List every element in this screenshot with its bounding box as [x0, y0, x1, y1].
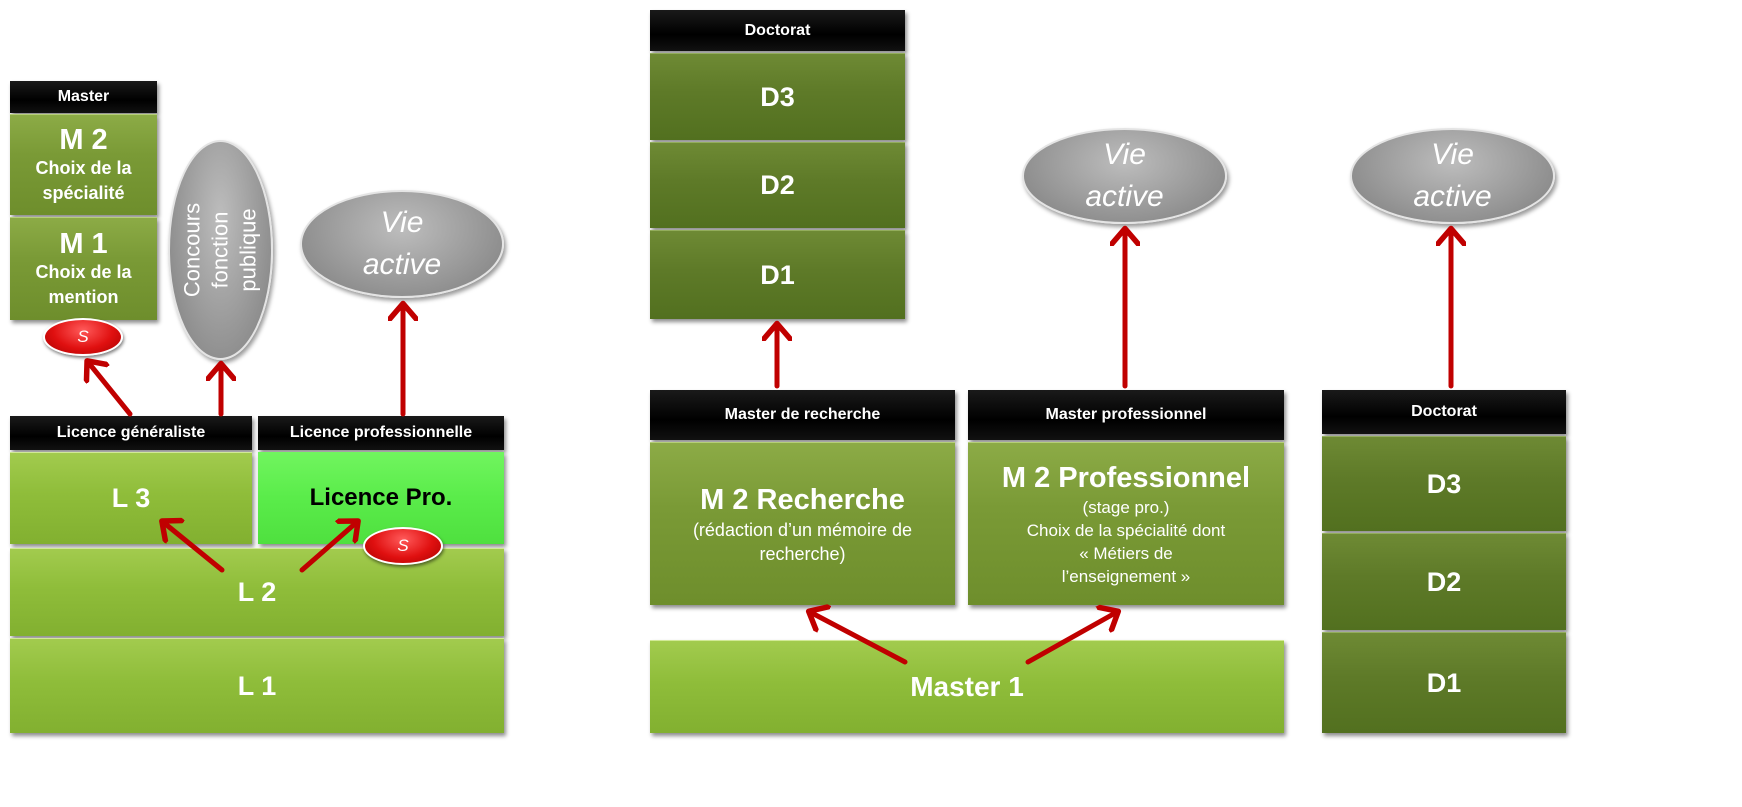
m2-box: M 2 Choix de la spécialité [10, 114, 157, 215]
m1-subtitle: Choix de la mention [35, 262, 132, 307]
m2-pro-box: M 2 Professionnel (stage pro.) Choix de … [968, 442, 1284, 605]
licence-generaliste-header: Licence généraliste [10, 416, 252, 450]
arrow-licence-to-master [88, 362, 133, 417]
master1-box: Master 1 [650, 640, 1284, 733]
l2-box: L 2 [10, 548, 504, 636]
concours-label: Concours fonction publique [179, 202, 261, 298]
d1-box-middle: D1 [650, 230, 905, 319]
l1-box: L 1 [10, 638, 504, 733]
m2-pro-line2: Choix de la spécialité dont « Métiers de… [1026, 521, 1226, 586]
doctorat-header-middle: Doctorat [650, 10, 905, 51]
d3-box-right: D3 [1322, 436, 1566, 531]
d2-box-middle: D2 [650, 142, 905, 228]
selection-badge-licence-pro: S [363, 527, 443, 565]
master-pro-header: Master professionnel [968, 390, 1284, 440]
d3-box-middle: D3 [650, 53, 905, 140]
master-recherche-header: Master de recherche [650, 390, 955, 440]
m2-pro-title: M 2 Professionnel [1001, 462, 1251, 494]
d2-box-right: D2 [1322, 533, 1566, 630]
m2-recherche-title: M 2 Recherche [700, 484, 905, 516]
m2-recherche-box: M 2 Recherche (rédaction d’un mémoire de… [650, 442, 955, 605]
d1-box-right: D1 [1322, 632, 1566, 733]
m2-subtitle: Choix de la spécialité [35, 158, 132, 203]
master-header: Master [10, 81, 157, 113]
licence-pro-header: Licence professionnelle [258, 416, 504, 450]
m2-title: M 2 [59, 124, 108, 156]
m1-title: M 1 [59, 228, 108, 260]
concours-oval: Concours fonction publique [168, 140, 273, 360]
selection-badge-master: S [43, 318, 123, 356]
m2-pro-line1: (stage pro.) [1082, 498, 1170, 517]
licence-pro-box: Licence Pro. [258, 452, 504, 544]
m2-recherche-desc: (rédaction d’un mémoire de recherche) [692, 520, 913, 564]
l3-box: L 3 [10, 452, 252, 544]
doctorat-header-right: Doctorat [1322, 390, 1566, 434]
m1-box: M 1 Choix de la mention [10, 217, 157, 320]
